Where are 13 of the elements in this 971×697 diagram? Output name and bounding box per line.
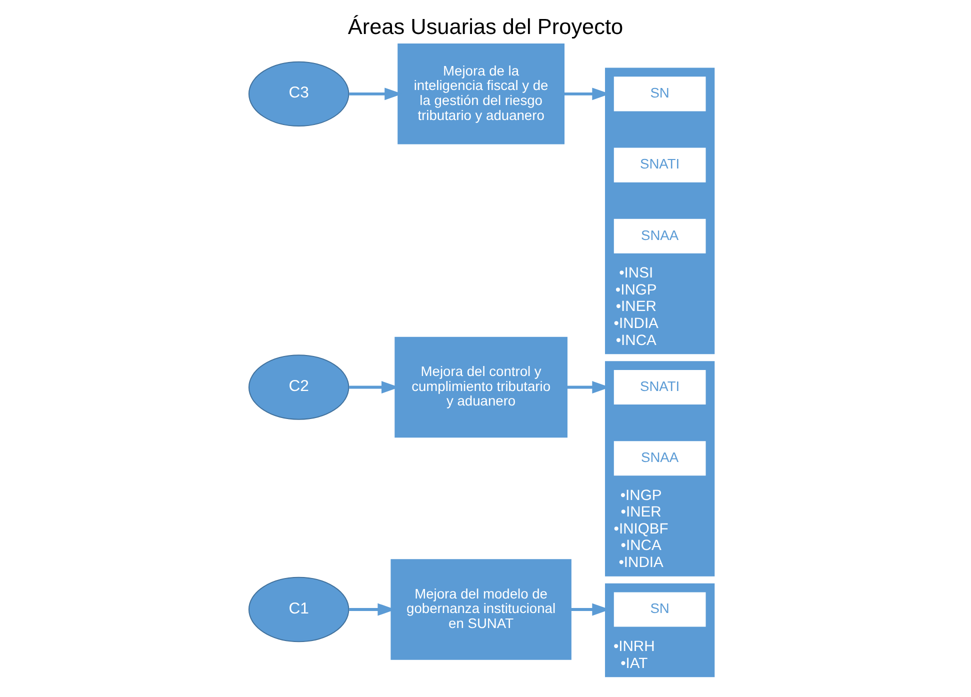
node-box: SNAA [612,218,707,254]
node-ellipse: C3 [248,61,350,127]
node-box: SNATI [612,146,707,184]
node-box: SN [612,76,707,112]
node-box: Mejora de la inteligencia fiscal y de la gestión del riesgo tributario y aduanero [398,44,565,144]
diagram-title: Áreas Usuarias del Proyecto [348,14,624,39]
node-box: Mejora del control y cumplimiento tributario y aduanero [394,336,568,438]
node-box: Mejora del modelo de gobernanza institucional en SUNAT [390,559,572,660]
node-box: SNATI [612,369,707,406]
node-ellipse: C2 [248,354,350,420]
node-box: SN [612,591,707,628]
node-box: SNAA [612,440,707,477]
node-ellipse: C1 [248,576,350,642]
